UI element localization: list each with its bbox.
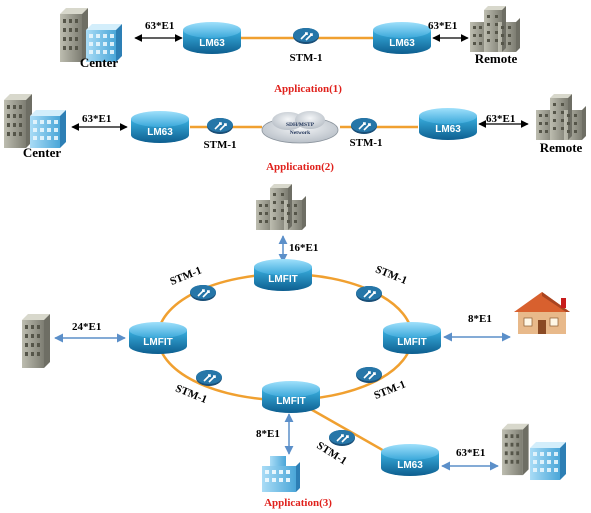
center-building-icon (60, 8, 122, 62)
stm1-router-icon (355, 366, 383, 384)
link-label-left: 24*E1 (72, 321, 101, 333)
node-label: LM63 (199, 38, 225, 49)
stm1-label-bottom-right: STM-1 (372, 378, 407, 401)
node-label: LM63 (397, 460, 423, 471)
application-2: 63*E1 LM63 STM-1 SDH/MSTP Network STM-1 … (4, 94, 586, 173)
node-label: LMFIT (268, 274, 297, 285)
trunk-label-left: STM-1 (204, 139, 237, 151)
link-label-bottom: 8*E1 (256, 428, 280, 440)
house-icon (514, 292, 570, 334)
link-label-right: 63*E1 (428, 20, 457, 32)
lmfit-node-left: LMFIT (129, 322, 187, 354)
trunk-label-right: STM-1 (350, 137, 383, 149)
link-label-right: 63*E1 (486, 113, 515, 125)
site-label-remote: Remote (475, 51, 518, 66)
lmfit-node-top: LMFIT (254, 259, 312, 291)
node-label: LMFIT (143, 337, 172, 348)
caption-application-1: Application(1) (274, 83, 342, 95)
building-top-icon (256, 184, 306, 230)
cloud-label-line2: Network (290, 130, 311, 136)
lm63-node-left: LM63 (183, 22, 241, 54)
node-label: LM63 (389, 38, 415, 49)
center-building-icon (4, 94, 66, 148)
trunk-label: STM-1 (290, 52, 323, 64)
node-label: LM63 (435, 124, 461, 135)
lm63-node-right: LM63 (373, 22, 431, 54)
link-label-left: 63*E1 (145, 20, 174, 32)
node-label: LMFIT (397, 337, 426, 348)
lmfit-node-bottom: LMFIT (262, 381, 320, 413)
building-bottom-icon (262, 456, 300, 492)
lmfit-node-right: LMFIT (383, 322, 441, 354)
caption-application-2: Application(2) (266, 161, 334, 173)
stm1-label-top-right: STM-1 (374, 263, 409, 286)
remote-building-icon (470, 6, 520, 52)
stm1-router-icon (355, 285, 383, 303)
lm63-node: LM63 (381, 444, 439, 476)
lm63-node-left: LM63 (131, 111, 189, 143)
node-label: LM63 (147, 127, 173, 138)
application-1: 63*E1 LM63 STM-1 LM63 63*E1 Center Remot… (60, 6, 520, 95)
caption-application-3: Application(3) (264, 497, 332, 509)
application-3: 16*E1 24*E1 8*E1 8*E1 (22, 184, 570, 509)
site-label-center: Center (80, 55, 118, 70)
link-label-right: 8*E1 (468, 313, 492, 325)
link-label-left: 63*E1 (82, 113, 111, 125)
site-label-center: Center (23, 145, 61, 160)
site-label-remote: Remote (540, 140, 583, 155)
link-label-lm63: 63*E1 (456, 447, 485, 459)
node-label: LMFIT (276, 396, 305, 407)
lm63-node-right: LM63 (419, 108, 477, 140)
stm1-label-top-left: STM-1 (168, 264, 203, 287)
stm1-router-icon (195, 369, 223, 387)
stm1-router-icon (292, 27, 320, 45)
stm1-router-icon (350, 117, 378, 135)
building-left-icon (22, 314, 50, 368)
stm1-router-icon (189, 284, 217, 302)
cloud-label-line1: SDH/MSTP (286, 122, 315, 128)
stm1-router-icon (206, 117, 234, 135)
remote-building-icon (536, 94, 586, 140)
link-label-top: 16*E1 (289, 242, 318, 254)
stm1-router-icon (328, 429, 356, 447)
sdh-cloud-icon: SDH/MSTP Network (261, 111, 339, 144)
building-bottom-right-icon (502, 423, 566, 480)
